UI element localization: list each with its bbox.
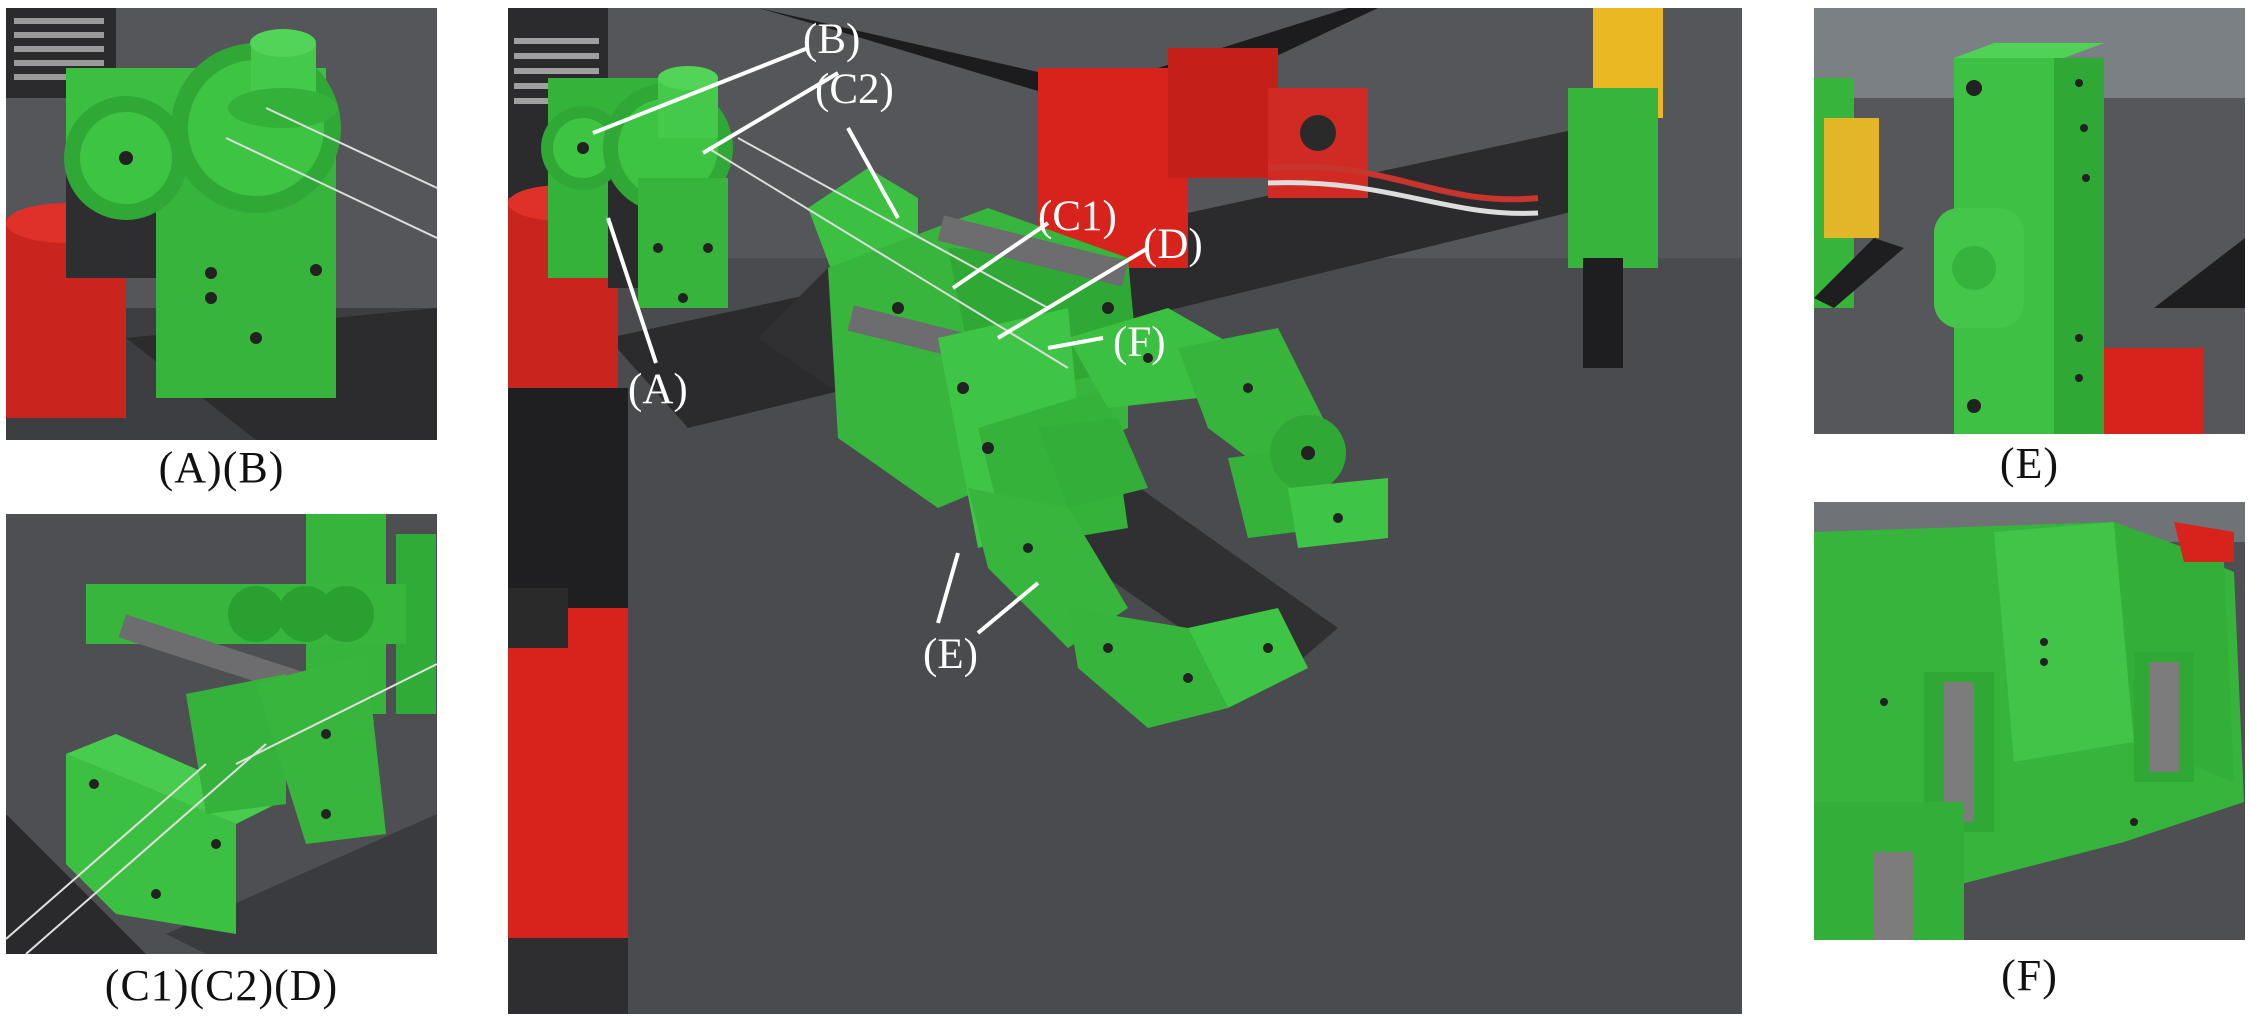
finger-joint-closeup-illustration	[1814, 8, 2245, 434]
leader-line-e1	[936, 552, 960, 624]
label-d: (D)	[1143, 221, 1203, 268]
photo-finger-joint-closeup	[1814, 8, 2245, 434]
leader-line-c2	[701, 71, 840, 155]
leader-line-a	[606, 217, 658, 364]
leader-line-f	[1047, 336, 1104, 350]
photo-gear-closeup	[6, 8, 437, 440]
leader-line-e2	[976, 581, 1040, 635]
gripper-overview-illustration: (B) (C2) (C1) (D) (A) (F) (E)	[508, 8, 1742, 1014]
label-b: (B)	[803, 16, 860, 63]
caption-c1-c2-d: (C1)(C2)(D)	[104, 961, 339, 1010]
photo-spring-joint-closeup	[1814, 502, 2245, 940]
leader-line-c1	[951, 221, 1050, 290]
caption-f: (F)	[2001, 951, 2058, 1000]
label-c2: (C2)	[815, 66, 894, 113]
caption-a-b: (A)(B)	[158, 443, 285, 492]
label-e: (E)	[923, 631, 978, 678]
pulley-closeup-illustration	[6, 514, 437, 954]
caption-e: (E)	[1999, 439, 2060, 488]
leader-line-c2-lower	[846, 127, 900, 219]
photo-pulley-closeup	[6, 514, 437, 954]
photo-main-overview: (B) (C2) (C1) (D) (A) (F) (E)	[508, 8, 1742, 1014]
leader-line-b	[592, 46, 809, 135]
label-c1: (C1)	[1038, 193, 1117, 240]
label-a: (A)	[628, 366, 688, 413]
label-f: (F)	[1113, 319, 1166, 366]
leader-line-d	[996, 246, 1150, 340]
spring-joint-closeup-illustration	[1814, 502, 2245, 940]
gear-closeup-illustration	[6, 8, 437, 440]
